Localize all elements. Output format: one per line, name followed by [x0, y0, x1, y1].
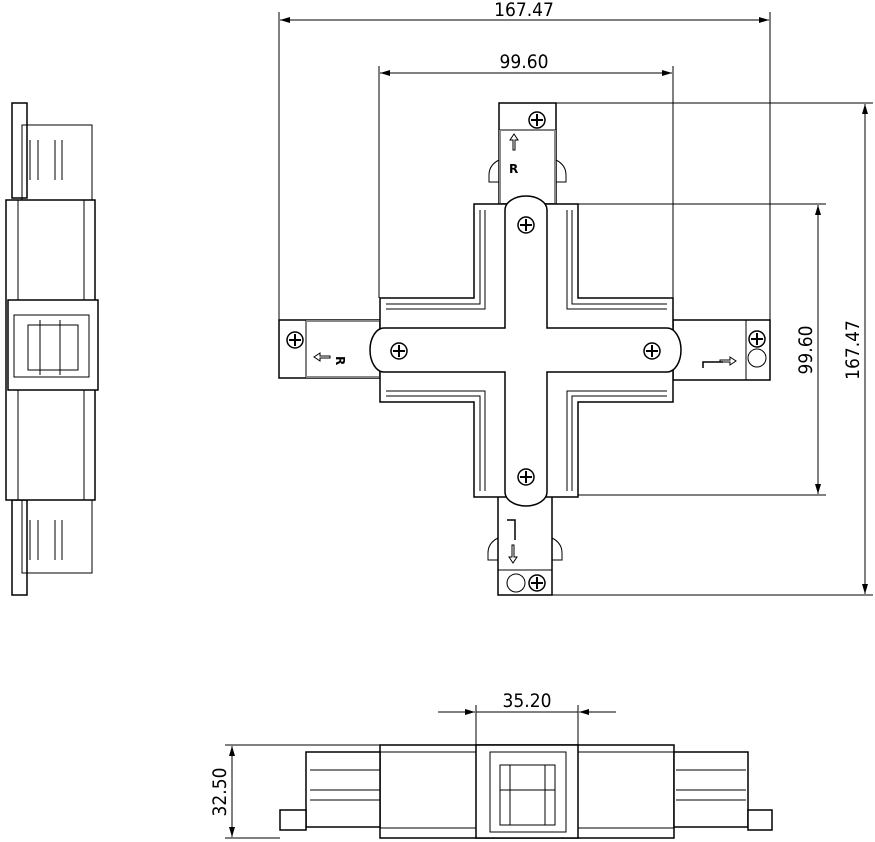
svg-text:35.20: 35.20	[503, 690, 552, 712]
bottom-arm-stub	[487, 494, 563, 596]
front-view	[279, 744, 773, 839]
dimension-inner-height: 99.60	[578, 203, 826, 496]
center-plate	[369, 195, 682, 507]
svg-text:99.60: 99.60	[500, 51, 549, 73]
side-view	[5, 102, 99, 596]
dimension-center-width: 35.20	[438, 690, 616, 745]
svg-text:32.50: 32.50	[209, 768, 231, 817]
dimension-overall-height: 167.47	[552, 102, 873, 596]
screw-icon	[643, 342, 661, 360]
svg-text:167.47: 167.47	[842, 320, 864, 380]
screw-icon	[390, 342, 408, 360]
dimension-thickness: 32.50	[209, 744, 380, 839]
left-arm-label: R	[333, 356, 347, 365]
dimension-inner-width: 99.60	[378, 51, 674, 320]
plan-view: R R	[278, 102, 771, 596]
screw-icon	[517, 468, 535, 486]
screw-icon	[517, 216, 535, 234]
dimension-overall-width: 167.47	[278, 0, 771, 320]
right-arm-stub	[672, 319, 771, 381]
top-arm-stub: R	[488, 102, 567, 205]
top-arm-label: R	[509, 162, 518, 176]
left-arm-stub: R	[278, 319, 381, 379]
svg-text:167.47: 167.47	[494, 0, 554, 21]
svg-text:99.60: 99.60	[795, 326, 817, 375]
